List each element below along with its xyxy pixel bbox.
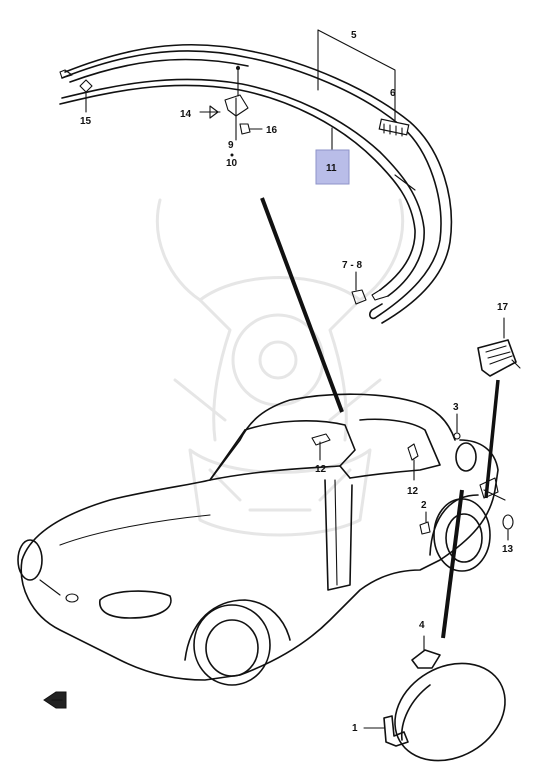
- callout-5-bracket: [317, 29, 396, 101]
- clip-3-part: [453, 413, 461, 440]
- front-arrow-icon: [43, 691, 67, 709]
- callout-9[interactable]: 9: [228, 140, 234, 151]
- callout-7-8[interactable]: 7 - 8: [342, 260, 362, 271]
- clip-15-part: [79, 79, 93, 113]
- car-body: [17, 393, 506, 686]
- grommet-13-part: [502, 514, 514, 541]
- callout-9-10-dot: [230, 153, 234, 157]
- handle-12-left-part: [311, 433, 331, 461]
- clip-strip-part: [378, 99, 410, 137]
- callout-11[interactable]: 11: [326, 163, 337, 174]
- callout-3[interactable]: 3: [453, 402, 459, 413]
- callout-11-highlight[interactable]: [315, 149, 350, 185]
- pointer-line-roof: [260, 197, 344, 413]
- fuel-lid-part: [394, 662, 506, 762]
- opener-4-part: [411, 635, 441, 669]
- callout-15[interactable]: 15: [80, 116, 92, 127]
- bracket-9-part: [224, 65, 249, 141]
- nut-16-part: [239, 123, 263, 135]
- callout-1[interactable]: 1: [352, 723, 358, 734]
- lid-bracket-17-part: [477, 317, 521, 499]
- pointer-line-lid: [441, 489, 464, 639]
- callout-5[interactable]: 5: [351, 30, 357, 41]
- callout-4[interactable]: 4: [419, 620, 425, 631]
- callout-6[interactable]: 6: [390, 88, 396, 99]
- clip-2-part: [419, 511, 431, 535]
- screw-14-part: [199, 105, 221, 119]
- callout-2[interactable]: 2: [421, 500, 427, 511]
- callout-12-left[interactable]: 12: [315, 464, 327, 475]
- callout-16[interactable]: 16: [266, 125, 278, 136]
- callout-14[interactable]: 14: [180, 109, 192, 120]
- clip-7-8-part: [351, 271, 367, 305]
- callout-13[interactable]: 13: [502, 544, 514, 555]
- callout-10[interactable]: 10: [226, 158, 238, 169]
- callout-17[interactable]: 17: [497, 302, 509, 313]
- callout-12-right[interactable]: 12: [407, 486, 419, 497]
- hinge-1-part: [363, 715, 409, 747]
- handle-12-right-part: [407, 443, 419, 481]
- roof-moulding: [59, 43, 453, 324]
